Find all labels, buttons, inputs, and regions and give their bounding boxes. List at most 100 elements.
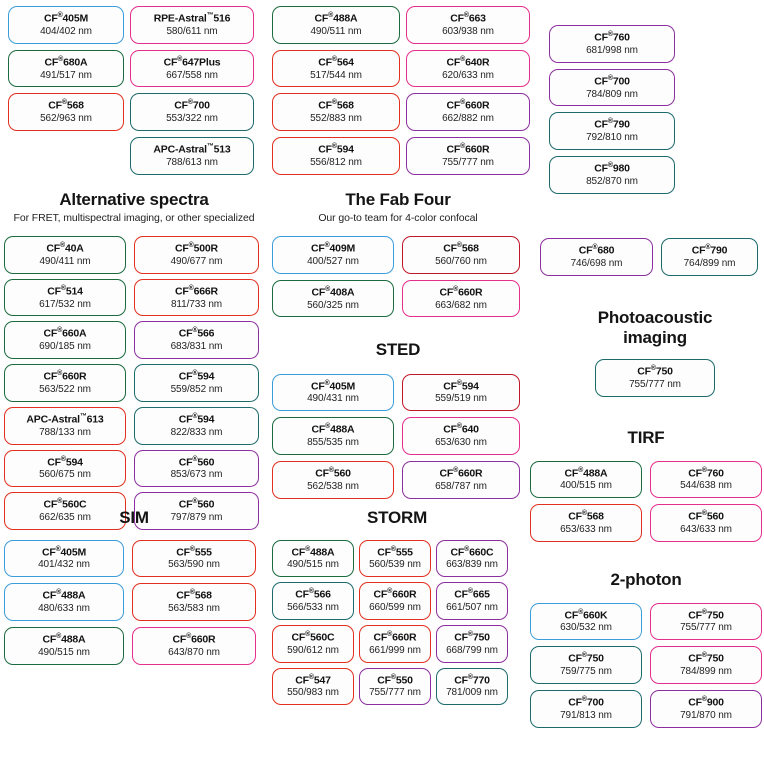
fluorophore-name: CF®568 — [443, 242, 479, 255]
fluorophore-name: CF®640R — [446, 55, 490, 69]
fluorophore-name: CF®660R — [446, 99, 490, 112]
fluorophore-spectra: 400/515 nm — [560, 480, 612, 492]
fluorophore-spectra: 490/515 nm — [38, 646, 90, 658]
fluorophore-name: CF®660R — [172, 632, 216, 646]
fluorophore-spectra: 566/533 nm — [287, 602, 339, 614]
fluorophore-name: CF®560 — [178, 498, 215, 511]
fluorophore-name: CF®594 — [178, 412, 215, 426]
fluorophore-name: CF®760 — [688, 466, 724, 480]
fluorophore-name: CF®405M — [41, 545, 87, 559]
fluorophore-spectra: 560/675 nm — [39, 469, 91, 481]
fluorophore-name: CF®500R — [175, 242, 218, 255]
fluorophore-spectra: 784/809 nm — [586, 88, 638, 100]
fluorophore-spectra: 792/810 nm — [586, 132, 638, 144]
section-title: STORM — [366, 508, 428, 527]
fluorophore-name: CF®568 — [176, 589, 212, 602]
fluorophore-spectra: 559/852 nm — [170, 384, 223, 396]
fluorophore-spectra: 552/883 nm — [310, 113, 362, 125]
fluorophore-name: CF®560 — [688, 510, 724, 523]
